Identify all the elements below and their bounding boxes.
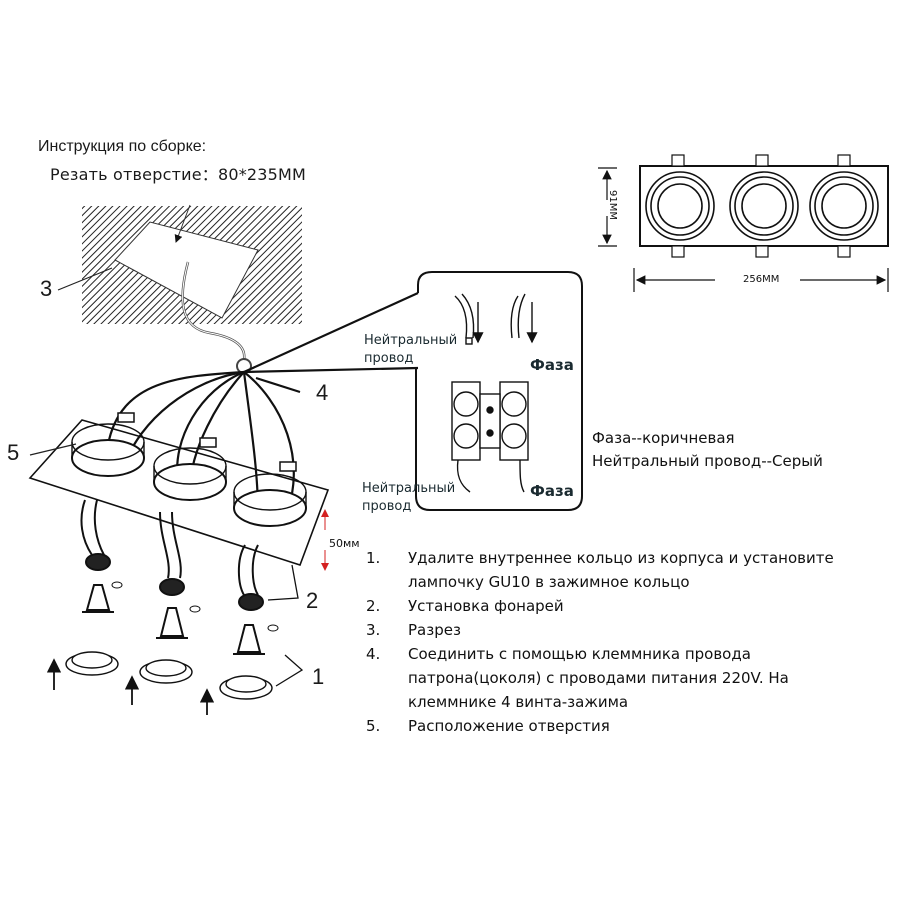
- callout-5-leader: [29, 443, 77, 456]
- callout-3-leader: [57, 267, 113, 291]
- step-text: Разрез: [408, 621, 461, 639]
- callout-3: 3: [40, 276, 53, 301]
- step-number: 1.: [366, 549, 381, 567]
- width-dimension-label: 256MM: [743, 274, 780, 285]
- ceiling-cutout-illustration: [57, 204, 302, 374]
- step-item: 3. Разрез: [366, 618, 888, 642]
- step-item: 4. Соединить с помощью клеммника провода …: [366, 642, 888, 714]
- callout-4: 4: [316, 380, 329, 405]
- neutral-wire-label-top: Нейтральный провод: [364, 332, 457, 368]
- step-text: Установка фонарей: [408, 597, 564, 615]
- callout-5: 5: [7, 440, 20, 465]
- step-number: 4.: [366, 645, 381, 663]
- wire-color-legend: Фаза--коричневая Нейтральный провод--Сер…: [592, 427, 823, 473]
- legend-phase: Фаза--коричневая: [592, 429, 735, 447]
- step-text: Удалите внутреннее кольцо из корпуса и у…: [408, 549, 834, 591]
- depth-dimension-label: 50мм: [329, 537, 360, 550]
- ring-3: [233, 489, 307, 527]
- callout-1: 1: [312, 664, 325, 689]
- step-item: 1. Удалите внутреннее кольцо из корпуса и…: [366, 546, 888, 594]
- assembly-instructions-title: Инструкция по сборке:: [38, 138, 207, 155]
- step-number: 3.: [366, 621, 381, 639]
- lamps: [46, 499, 304, 715]
- steps-list: 1. Удалите внутреннее кольцо из корпуса и…: [366, 546, 888, 738]
- legend-neutral: Нейтральный провод--Серый: [592, 452, 823, 470]
- neutral-wire-label-bottom: Нейтральный провод: [362, 480, 455, 516]
- terminal-block: [451, 381, 529, 493]
- height-dimension-label: 91MM: [607, 190, 618, 220]
- neutral-label-line2: провод: [362, 499, 412, 514]
- step-number: 5.: [366, 717, 381, 735]
- wiring-detail-box: [415, 271, 583, 511]
- step-item: 5. Расположение отверстия: [366, 714, 888, 738]
- step-text: Соединить с помощью клеммника провода па…: [408, 645, 789, 711]
- callout-2: 2: [306, 588, 319, 613]
- neutral-label-line1: Нейтральный: [362, 481, 456, 496]
- phase-wire-label-bottom: Фаза: [530, 482, 574, 500]
- housing-plate: [28, 412, 330, 566]
- ring-1: [71, 439, 145, 477]
- wire-ends: [454, 293, 538, 345]
- step-item: 2. Установка фонарей: [366, 594, 888, 618]
- step-number: 2.: [366, 597, 381, 615]
- cut-arrow: [174, 204, 191, 243]
- step-text: Расположение отверстия: [408, 717, 610, 735]
- neutral-label-line2: провод: [364, 351, 414, 366]
- ring-2: [153, 463, 227, 501]
- neutral-label-line1: Нейтральный: [364, 333, 458, 348]
- dimension-drawing: [598, 154, 889, 292]
- cut-hole-size: Резать отверстие：80*235MM: [50, 165, 307, 184]
- phase-wire-label-top: Фаза: [530, 356, 574, 374]
